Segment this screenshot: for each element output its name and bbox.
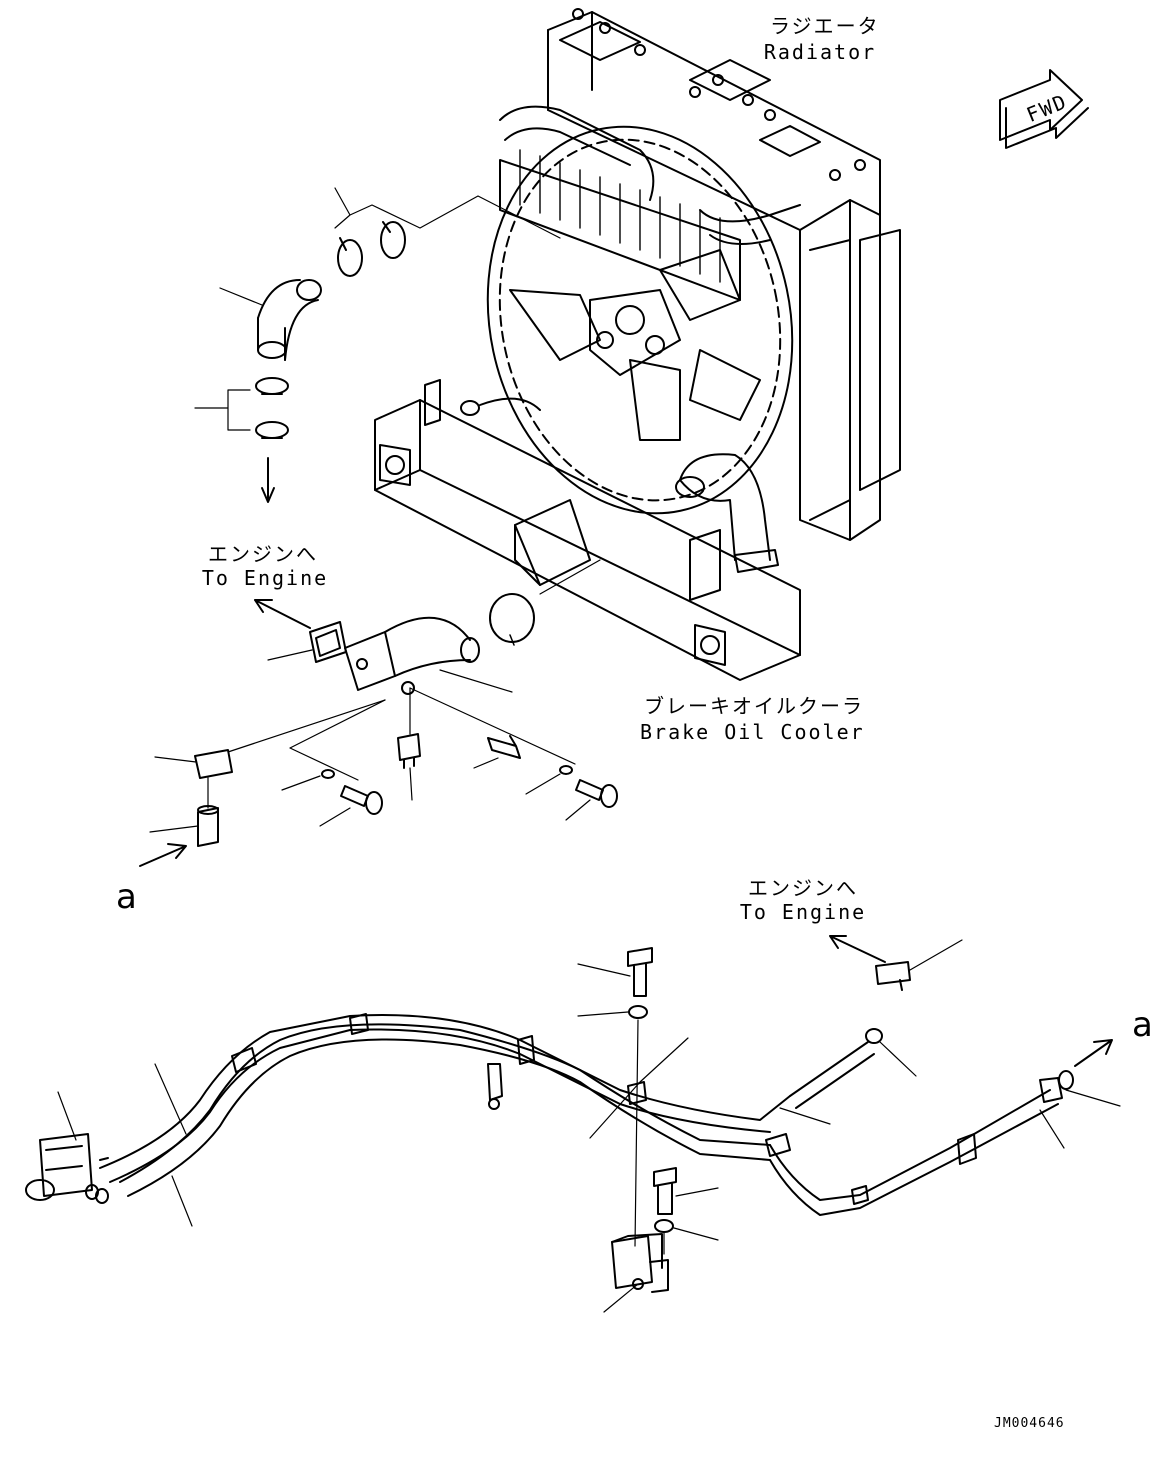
leader-clamp-mid	[194, 389, 251, 431]
leader-clamp-lower	[539, 559, 601, 595]
reference-arrow-a-left	[139, 843, 187, 867]
leader-left-end	[57, 1063, 193, 1227]
washer-center-lower	[654, 1219, 674, 1233]
washer-left	[321, 769, 335, 779]
leader-tee-nut	[879, 1041, 917, 1077]
drain-plug	[397, 733, 421, 769]
leader-tee	[909, 939, 963, 971]
reference-label-a-right: a	[1132, 1005, 1153, 1045]
leader-bracket-lower	[603, 1283, 639, 1313]
hose-clamp-pair-upper	[337, 221, 406, 277]
to-engine-label-jp-2: エンジンへ	[748, 876, 858, 900]
direction-arrow-down	[261, 457, 275, 503]
fwd-arrow-icon	[999, 69, 1089, 149]
leader-washer-left	[281, 775, 351, 827]
radiator-label-en: Radiator	[763, 40, 877, 64]
elbow-pipe	[344, 616, 480, 695]
assembly-line-sensor	[207, 699, 386, 809]
leader-clip-center	[589, 1037, 689, 1139]
leader-washer-right	[525, 773, 591, 821]
radiator-label-jp: ラジエータ	[770, 14, 880, 38]
brake-oil-cooler-label-en: Brake Oil Cooler	[640, 720, 865, 744]
brake-oil-cooler-label-jp: ブレーキオイルクーラ	[644, 694, 864, 718]
bolt-center-lower	[653, 1167, 677, 1215]
leader-sensor	[154, 756, 197, 763]
leader-tube-right	[779, 1107, 831, 1125]
hose-clamp-lower	[489, 593, 535, 643]
washer-center-upper	[628, 1005, 648, 1019]
leader-clamp-upper	[334, 187, 561, 239]
bolt-center-upper	[627, 947, 653, 997]
sensor-fitting	[194, 749, 233, 847]
bolt-left	[340, 785, 383, 815]
gasket	[309, 621, 347, 663]
reference-label-a-left: a	[116, 877, 137, 917]
drawing-code: JM004646	[994, 1416, 1065, 1431]
leader-bracket	[473, 757, 499, 769]
radiator-assembly	[486, 8, 901, 573]
to-engine-label-jp-1: エンジンへ	[208, 542, 318, 566]
leader-elbow-hose	[219, 287, 263, 306]
to-engine-label-en-2: To Engine	[739, 900, 867, 924]
to-engine-arrow-2	[829, 935, 886, 963]
hose-clamp-pair-mid	[255, 377, 289, 439]
tube-bracket-lower	[611, 1233, 669, 1293]
leader-drain-plug	[409, 687, 413, 801]
bolt-right	[575, 779, 618, 808]
leader-elbow-pipe	[439, 669, 513, 693]
leader-gasket	[267, 649, 313, 661]
brake-oil-cooler-frame	[374, 379, 801, 681]
assembly-lines-right	[409, 687, 576, 765]
elbow-hose	[257, 279, 322, 361]
leader-bolt-center-lower	[663, 1187, 719, 1255]
coolant-tube-assembly	[25, 961, 1074, 1216]
to-engine-label-en-1: To Engine	[201, 566, 329, 590]
washer-right	[559, 765, 573, 775]
assembly-lines-left	[289, 699, 386, 781]
bracket-small	[487, 735, 521, 759]
to-engine-arrow-1	[254, 599, 311, 629]
leader-fitting	[149, 825, 199, 833]
leader-tube-lower-right	[1039, 1109, 1065, 1149]
center-axis-line	[634, 1019, 639, 1247]
leader-bolt-center-upper	[577, 963, 631, 1017]
leader-fitting-right	[1065, 1089, 1121, 1107]
reference-arrow-a-right	[1074, 1039, 1113, 1067]
